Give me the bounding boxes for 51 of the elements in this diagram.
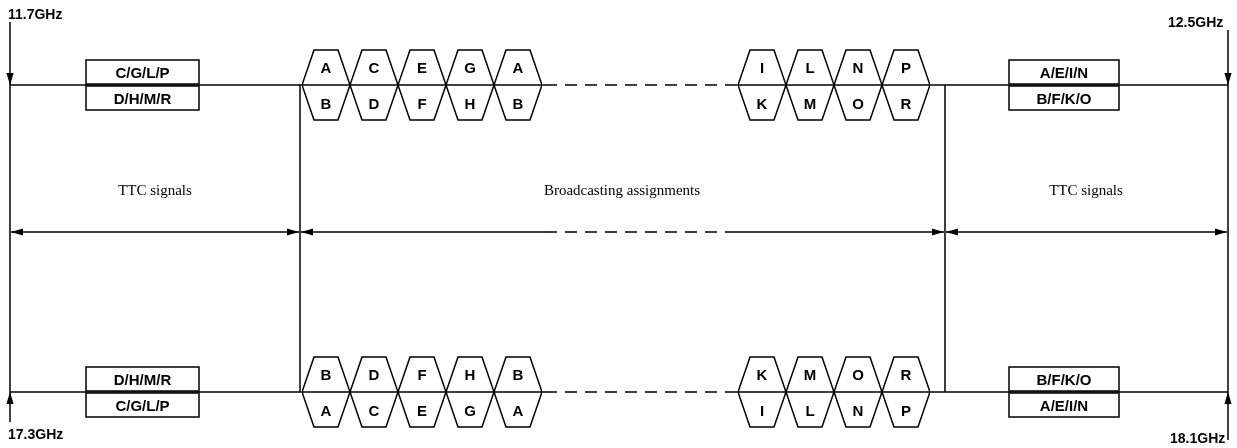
channel-trapezoid: P	[882, 392, 930, 428]
channel-box: B/F/K/O	[1008, 366, 1120, 392]
frequency-label: 11.7GHz	[8, 6, 63, 22]
channel-trapezoid: F	[398, 85, 446, 121]
band-label: TTC signals	[1048, 182, 1124, 199]
channel-trapezoid: A	[494, 392, 542, 428]
channel-trapezoid: G	[446, 49, 494, 85]
channel-trapezoid: C	[350, 49, 398, 85]
frequency-label: 12.5GHz	[1168, 14, 1224, 30]
band-label: Broadcasting assignments	[542, 182, 702, 199]
channel-trapezoid: A	[494, 49, 542, 85]
channel-trapezoid: H	[446, 356, 494, 392]
channel-box: D/H/M/R	[85, 366, 200, 392]
channel-trapezoid: N	[834, 392, 882, 428]
channel-box: A/E/I/N	[1008, 392, 1120, 418]
channel-trapezoid: P	[882, 49, 930, 85]
channel-box: B/F/K/O	[1008, 85, 1120, 111]
channel-trapezoid: M	[786, 356, 834, 392]
channel-trapezoid: H	[446, 85, 494, 121]
channel-trapezoid: I	[738, 49, 786, 85]
frequency-label: 17.3GHz	[8, 426, 64, 442]
channel-box: C/G/L/P	[85, 392, 200, 418]
channel-trapezoid: A	[302, 49, 350, 85]
channel-trapezoid: C	[350, 392, 398, 428]
channel-trapezoid: N	[834, 49, 882, 85]
channel-trapezoid: D	[350, 356, 398, 392]
frequency-label: 18.1GHz	[1170, 430, 1226, 446]
channel-trapezoid: L	[786, 392, 834, 428]
channel-trapezoid: G	[446, 392, 494, 428]
channel-trapezoid: K	[738, 85, 786, 121]
channel-trapezoid: E	[398, 392, 446, 428]
channel-trapezoid: B	[494, 85, 542, 121]
channel-trapezoid: E	[398, 49, 446, 85]
channel-trapezoid: B	[302, 85, 350, 121]
channel-trapezoid: R	[882, 85, 930, 121]
channel-trapezoid: R	[882, 356, 930, 392]
channel-trapezoid: B	[494, 356, 542, 392]
channel-trapezoid: A	[302, 392, 350, 428]
band-label: TTC signals	[117, 182, 193, 199]
channel-box: A/E/I/N	[1008, 59, 1120, 85]
channel-trapezoid: B	[302, 356, 350, 392]
channel-trapezoid: O	[834, 356, 882, 392]
channel-trapezoid: L	[786, 49, 834, 85]
channel-trapezoid: O	[834, 85, 882, 121]
channel-box: D/H/M/R	[85, 85, 200, 111]
channel-trapezoid: F	[398, 356, 446, 392]
channel-trapezoid: K	[738, 356, 786, 392]
channel-box: C/G/L/P	[85, 59, 200, 85]
channel-trapezoid: I	[738, 392, 786, 428]
channel-trapezoid: M	[786, 85, 834, 121]
channel-trapezoid: D	[350, 85, 398, 121]
